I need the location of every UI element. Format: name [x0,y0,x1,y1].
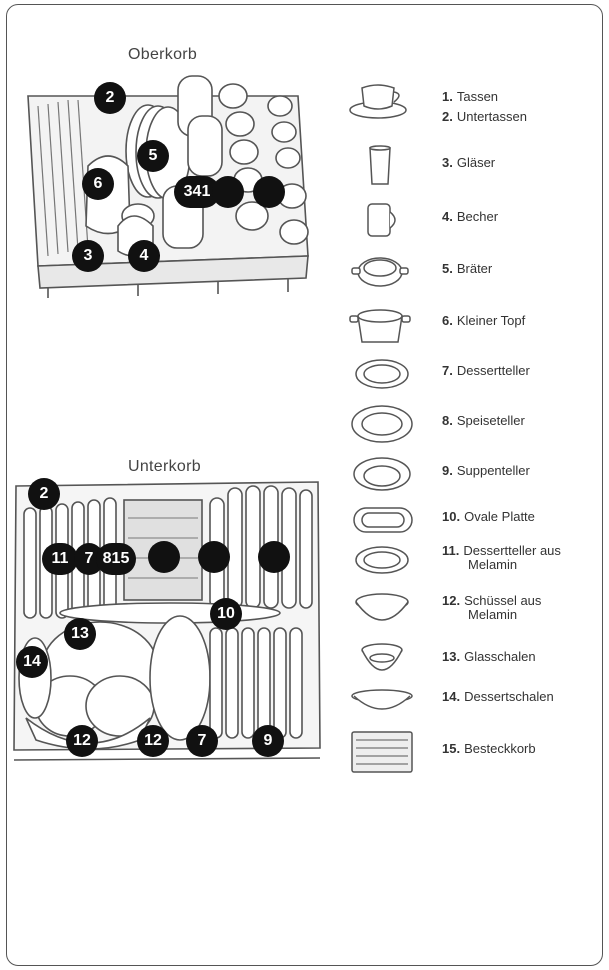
legend-label: Suppenteller [456,463,530,478]
legend-label: Kleiner Topf [456,313,526,328]
lower-badge-7-right: 7 [186,725,218,757]
legend-label: Glasschalen [464,649,536,664]
legend-label: Ovale Platte [464,509,535,524]
dessert-bowl-icon [351,689,413,710]
legend-label: Tassen [456,89,499,104]
roaster-icon [351,257,409,287]
legend-item: 15.Besteckkorb [348,730,598,774]
upper-basket-title: Oberkorb [128,46,198,63]
legend-num: 13. [442,649,461,664]
legend-num: 1. [442,89,453,104]
legend-item: 3.Gläser [348,144,598,188]
legend-item: 7.Dessertteller [348,352,598,396]
lower-badge-8-15: 815 [96,543,136,575]
legend-num: 2. [442,109,453,124]
legend-num: 6. [442,313,453,328]
legend-num: 5. [442,261,453,276]
legend-label: Speiseteller [456,413,525,428]
legend-label-line2: Melamin [468,557,518,572]
legend-label: Untertassen [456,109,527,124]
legend-label: Gläser [456,155,496,170]
melamine-bowl-icon [355,593,409,621]
upper-badge-blank-a [212,176,244,208]
upper-badge-2: 2 [94,82,126,114]
lower-badge-10: 10 [210,598,242,630]
dinner-plate-icon [351,405,413,443]
legend-num: 14. [442,689,461,704]
lower-badge-12-left: 12 [66,725,98,757]
lower-badge-9: 9 [252,725,284,757]
upper-badge-5: 5 [137,140,169,172]
lower-badge-blank-b [198,541,230,573]
legend-item: 5.Bräter [348,250,598,294]
legend-label: Dessertteller aus [463,543,561,558]
legend-label: Bräter [456,261,493,276]
cutlery-basket-icon [351,731,413,773]
legend-item: 14.Dessertschalen [348,678,598,722]
melamine-plate-icon [355,546,409,574]
legend-num: 15. [442,741,461,756]
legend-label: Dessertteller [456,363,530,378]
upper-badge-3: 3 [72,240,104,272]
legend-item: 4.Becher [348,198,598,242]
glass-icon [369,145,391,185]
legend-item: 9.Suppenteller [348,452,598,496]
upper-badge-4: 4 [128,240,160,272]
lower-badge-blank-a [148,541,180,573]
mug-icon [367,203,396,237]
legend-num: 4. [442,209,453,224]
page-frame [6,4,603,966]
legend-item: 10.Ovale Platte [348,498,598,542]
legend-num: 11. [442,543,460,558]
legend-label: Dessertschalen [464,689,554,704]
dessert-plate-icon [355,359,409,389]
oval-platter-icon [353,507,413,533]
upper-badge-6: 6 [82,168,114,200]
legend-num: 9. [442,463,453,478]
upper-badge-blank-b [253,176,285,208]
legend-item: 2.Untertassen [348,98,598,124]
legend-item: 8.Speiseteller [348,402,598,446]
pot-icon [349,309,411,343]
lower-badge-13: 13 [64,618,96,650]
lower-badge-blank-c [258,541,290,573]
lower-badge-14: 14 [16,646,48,678]
lower-basket-title: Unterkorb [128,458,201,475]
lower-badge-2: 2 [28,478,60,510]
lower-badge-12-right: 12 [137,725,169,757]
cup-saucer-icon [349,84,407,119]
legend-label-line2: Melamin [468,607,518,622]
legend-num: 8. [442,413,453,428]
legend-num: 10. [442,509,461,524]
legend-num: 12. [442,593,461,608]
soup-plate-icon [353,457,411,491]
legend-item: 13.Glasschalen [348,638,598,682]
legend-num: 3. [442,155,453,170]
glass-bowl-icon [361,643,403,671]
legend-item: 6.Kleiner Topf [348,302,598,346]
legend-label: Besteckkorb [464,741,536,756]
legend-item: 1.Tassen [348,78,598,122]
legend-label: Becher [456,209,499,224]
legend-num: 7. [442,363,453,378]
lower-badge-11: 11 [42,543,78,575]
legend-label: Schüssel aus [464,593,542,608]
